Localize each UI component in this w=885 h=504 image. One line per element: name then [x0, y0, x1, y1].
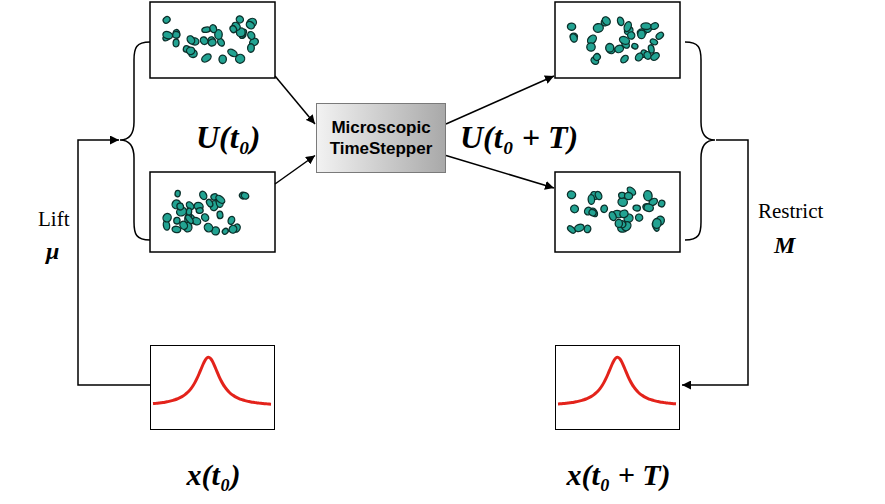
particle [234, 52, 247, 65]
particle [186, 34, 197, 45]
variable-label: x(t₀) [187, 458, 241, 492]
particle [173, 29, 180, 38]
state-label: U(t₀ + T) [460, 120, 578, 155]
particle [186, 46, 196, 55]
particle-box [150, 172, 275, 252]
particle-box [555, 2, 680, 78]
particle [634, 213, 644, 223]
particle [214, 194, 226, 205]
particle [624, 192, 633, 200]
process-box: Microscopic TimeStepper [316, 103, 446, 173]
flow-arrow [275, 76, 315, 124]
particle [586, 42, 595, 51]
variable-label: x(t₀ + T) [566, 458, 670, 492]
process-label: Microscopic TimeStepper [317, 117, 445, 160]
particle [162, 30, 174, 40]
particle [594, 190, 603, 200]
left-brace [120, 42, 150, 240]
particle [246, 30, 256, 40]
particle [601, 15, 612, 26]
particle [200, 52, 212, 63]
particle [162, 15, 171, 24]
particle [247, 44, 254, 53]
particle [196, 207, 204, 214]
particle [569, 33, 578, 43]
particle-box [555, 172, 680, 252]
particle-box-frame [150, 172, 275, 252]
particle [643, 203, 654, 212]
lift-arrow [78, 140, 150, 385]
particle [634, 52, 645, 63]
particle [176, 202, 184, 211]
particle [219, 55, 227, 64]
particle [205, 198, 214, 208]
particle [173, 39, 179, 47]
particle [626, 30, 636, 40]
flow-arrow [446, 76, 554, 124]
particle [583, 225, 591, 234]
particle [245, 20, 256, 30]
operator-label: Restrict [758, 200, 823, 223]
particle [245, 16, 259, 29]
particle [240, 191, 250, 200]
particle [198, 190, 208, 201]
particle [203, 222, 215, 234]
particle [178, 220, 189, 231]
particle [606, 43, 614, 52]
particle [592, 52, 602, 62]
particle [175, 190, 181, 197]
particle [207, 38, 217, 48]
particle [615, 219, 622, 227]
particle [648, 44, 655, 53]
particle [641, 23, 651, 30]
flow-arrow [275, 156, 315, 185]
particle [200, 212, 210, 222]
particle [209, 24, 218, 34]
particle [658, 199, 666, 208]
operator-symbol: μ [46, 238, 59, 264]
particle [221, 227, 229, 235]
particle [619, 209, 630, 219]
particle [174, 217, 181, 224]
particle-box [150, 2, 275, 78]
particle [637, 30, 645, 39]
operator-symbol: M [774, 232, 795, 258]
particle [652, 218, 662, 229]
particle [619, 54, 629, 64]
particle [632, 204, 640, 211]
particle [172, 31, 180, 39]
density-curve [558, 357, 676, 404]
operator-label: Lift [38, 208, 70, 231]
particle [588, 194, 595, 204]
particle [567, 23, 576, 31]
particle [217, 211, 224, 219]
particle-box-frame [150, 2, 275, 78]
flow-arrow [446, 156, 554, 189]
particle [574, 223, 586, 233]
profile-box: x(t₀) [150, 345, 275, 430]
restrict-arrow [682, 140, 748, 385]
right-brace [685, 42, 715, 240]
state-label: U(t₀) [196, 120, 260, 155]
particle [161, 212, 172, 224]
particle [227, 215, 236, 225]
particle [588, 208, 597, 217]
particle [569, 203, 580, 214]
particle [655, 31, 665, 41]
particle [600, 205, 608, 213]
density-curve [153, 357, 271, 404]
particle [566, 190, 577, 200]
particle [186, 208, 192, 216]
particle [229, 24, 238, 33]
particle [616, 16, 624, 26]
particle [228, 224, 239, 235]
particle [631, 42, 639, 49]
particle-box-frame [555, 172, 680, 252]
profile-box: x(t₀ + T) [555, 345, 680, 430]
particle-box-frame [555, 2, 680, 78]
